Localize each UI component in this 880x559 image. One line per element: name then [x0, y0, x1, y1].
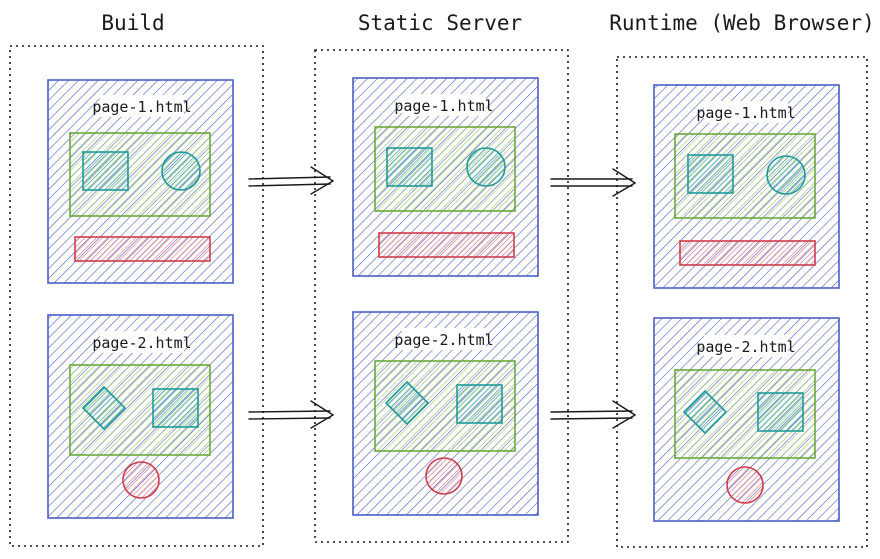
- page-label: page-2.html: [92, 334, 191, 352]
- footer-bar: [74, 236, 211, 262]
- page-card-build-page-1: page-1.html: [47, 79, 234, 284]
- stage-title-build: Build: [101, 11, 164, 35]
- page-label: page-1.html: [92, 98, 191, 116]
- stage-border-runtime: [616, 56, 868, 548]
- circle-icon: [766, 155, 806, 195]
- diamond-icon: [682, 389, 728, 435]
- square-icon: [152, 388, 199, 428]
- stage-title-runtime: Runtime (Web Browser): [609, 11, 875, 35]
- page-card-static-server-page-2: page-2.html: [352, 311, 539, 516]
- stage-runtime: Runtime (Web Browser) page-1.html page-2…: [609, 11, 875, 548]
- footer-bar: [679, 240, 816, 266]
- footer-bar: [378, 232, 515, 258]
- page-label: page-1.html: [394, 97, 493, 115]
- circle-icon: [161, 151, 201, 191]
- page-card-build-page-2: page-2.html: [47, 314, 234, 519]
- circle-icon: [466, 147, 506, 187]
- page-card-runtime-page-2: page-2.html: [653, 317, 840, 522]
- footer-circle: [122, 461, 160, 499]
- square-icon: [386, 147, 433, 187]
- double-arrow-icon: [550, 168, 637, 197]
- stage-title-static-server: Static Server: [358, 11, 522, 35]
- footer-circle: [425, 457, 463, 495]
- double-arrow-icon: [248, 166, 335, 195]
- diamond-icon: [384, 380, 430, 426]
- double-arrow-icon: [550, 400, 637, 429]
- stage-border-static-server: [314, 49, 569, 543]
- page-card-static-server-page-1: page-1.html: [352, 77, 539, 277]
- diamond-icon: [81, 385, 127, 431]
- stage-build: Build page-1.html page-2.html: [9, 11, 264, 547]
- page-card-runtime-page-1: page-1.html: [653, 84, 840, 289]
- stage-static-server: Static Server page-1.html page-2.html: [314, 11, 569, 543]
- stage-border-build: [9, 45, 264, 547]
- double-arrow-icon: [248, 400, 335, 429]
- square-icon: [687, 154, 734, 194]
- square-icon: [757, 392, 804, 432]
- page-label: page-1.html: [696, 104, 795, 122]
- footer-circle: [726, 466, 764, 504]
- page-label: page-2.html: [696, 338, 795, 356]
- page-label: page-2.html: [394, 331, 493, 349]
- square-icon: [82, 151, 129, 191]
- square-icon: [456, 384, 503, 424]
